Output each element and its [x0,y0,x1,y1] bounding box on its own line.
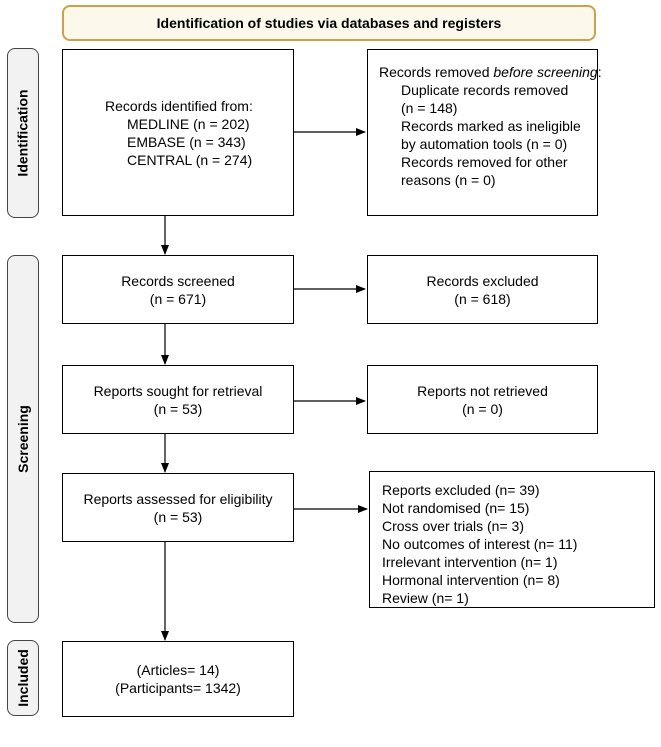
reports-not-retrieved-box: Reports not retrieved (n = 0) [367,365,598,434]
records-screened-label: Records screened [121,272,235,289]
records-removed-line: (n = 148) [401,100,458,116]
records-removed-box: Records removed before screening: Duplic… [367,49,602,216]
phase-included: Included [7,640,39,716]
reports-sought-label: Reports sought for retrieval [93,382,263,399]
records-excluded-label: Records excluded [426,272,539,289]
records-identified-source: CENTRAL (n = 274) [127,151,253,168]
records-screened-box: Records screened (n = 671) [62,255,294,324]
records-screened-count: (n = 671) [149,290,207,307]
reports-not-retrieved-count: (n = 0) [462,400,503,417]
records-removed-line: reasons (n = 0) [401,172,496,188]
reports-excluded-reason: Not randomised (n= 15) [382,500,530,516]
reports-assessed-box: Reports assessed for eligibility (n = 53… [62,473,294,542]
diagram-title: Identification of studies via databases … [62,5,596,41]
records-identified-source: EMBASE (n = 343) [127,133,246,150]
records-identified-heading: Records identified from: [105,97,253,114]
reports-excluded-reason: No outcomes of interest (n= 11) [382,536,578,552]
reports-excluded-reason: Irrelevant intervention (n= 1) [382,554,558,570]
reports-excluded-box: Reports excluded (n= 39) Not randomised … [369,471,655,608]
records-removed-line: Records marked as ineligible [401,118,581,134]
records-removed-line: Duplicate records removed [401,82,569,98]
records-identified-source: MEDLINE (n = 202) [127,115,250,132]
included-box: (Articles= 14) (Participants= 1342) [62,641,294,717]
records-removed-heading: Records removed before screening: [379,64,602,80]
reports-sought-count: (n = 53) [153,400,203,417]
phase-screening: Screening [7,255,39,623]
records-identified-box: Records identified from: MEDLINE (n = 20… [62,49,294,216]
reports-assessed-label: Reports assessed for eligibility [83,490,273,507]
included-participants: (Participants= 1342) [115,680,241,696]
reports-excluded-reason: Hormonal intervention (n= 8) [382,572,560,588]
reports-excluded-reason: Cross over trials (n= 3) [382,518,524,534]
reports-assessed-count: (n = 53) [153,508,203,525]
reports-not-retrieved-label: Reports not retrieved [417,382,548,399]
included-articles: (Articles= 14) [136,662,220,678]
reports-excluded-total: Reports excluded (n= 39) [382,482,540,498]
records-removed-line: Records removed for other [401,154,568,170]
records-excluded-count: (n = 618) [454,290,511,307]
records-excluded-box: Records excluded (n = 618) [367,255,598,324]
reports-sought-box: Reports sought for retrieval (n = 53) [62,365,294,434]
records-removed-line: by automation tools (n = 0) [401,136,568,152]
phase-identification: Identification [7,48,39,218]
reports-excluded-reason: Review (n= 1) [382,590,469,606]
